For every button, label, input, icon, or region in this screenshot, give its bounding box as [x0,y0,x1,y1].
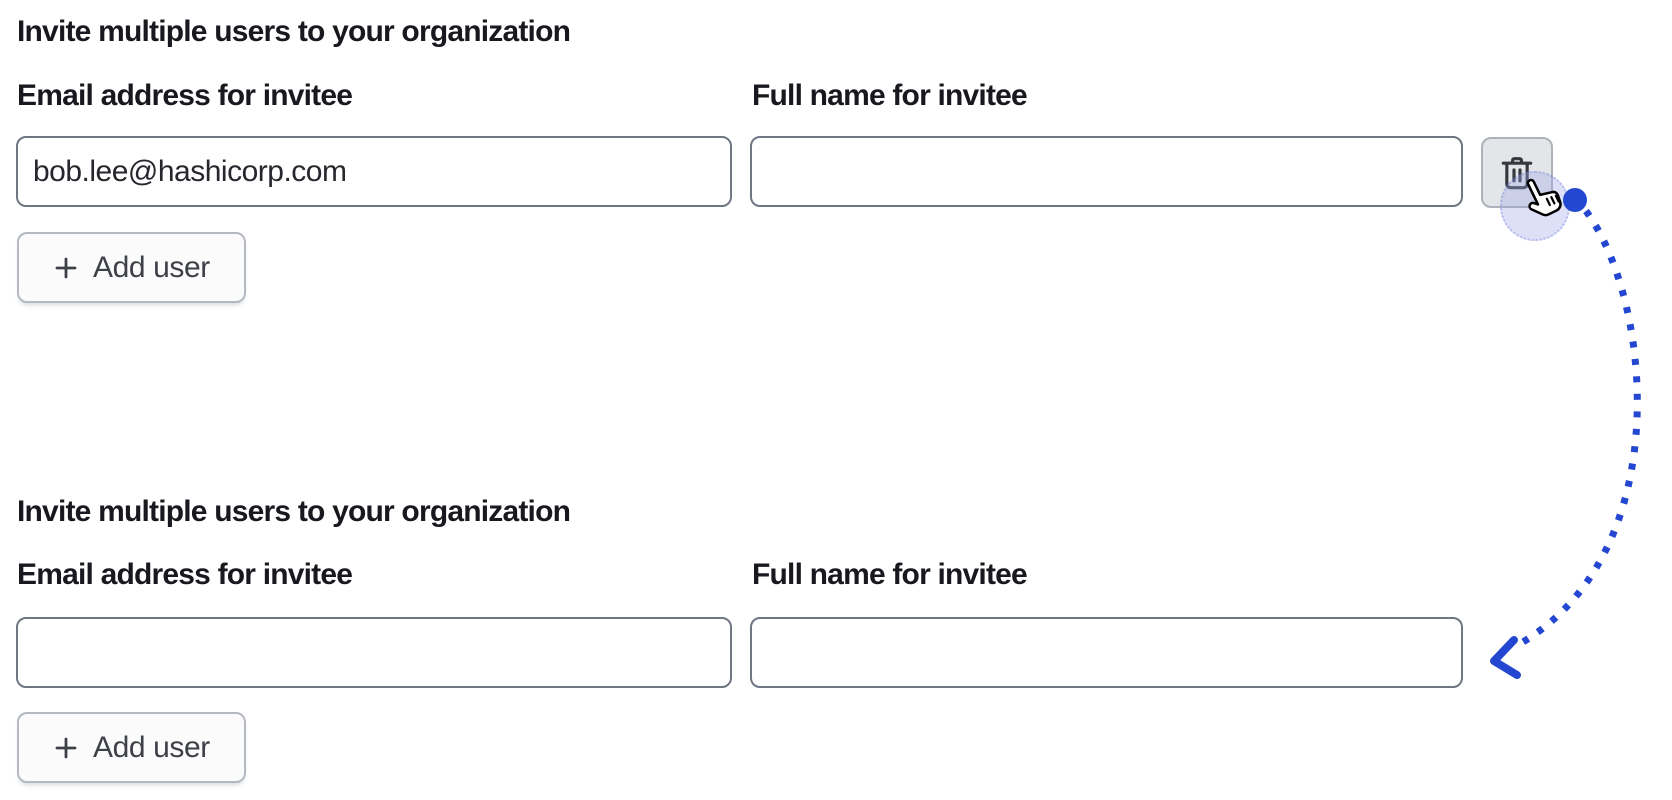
dotted-curve [1514,208,1641,650]
add-user-button[interactable]: Add user [17,232,246,303]
add-user-label: Add user [93,250,210,284]
fullname-field-label-second: Full name for invitee [752,558,1028,591]
plus-icon [55,257,77,279]
email-field-second[interactable] [16,617,732,688]
add-user-label-second: Add user [93,730,210,764]
fullname-field-second[interactable] [750,617,1463,688]
email-field-label: Email address for invitee [17,79,353,112]
fullname-field-label: Full name for invitee [752,79,1028,112]
page-title-second: Invite multiple users to your organizati… [17,495,571,528]
email-field[interactable] [16,136,732,207]
delete-row-button[interactable] [1481,137,1553,208]
trash-icon [1497,153,1537,193]
fullname-field[interactable] [750,136,1463,207]
page-title: Invite multiple users to your organizati… [17,15,571,48]
add-user-button-second[interactable]: Add user [17,712,246,783]
plus-icon [55,737,77,759]
email-field-label-second: Email address for invitee [17,558,353,591]
arrowhead [1490,636,1521,679]
arrow-start-dot [1563,188,1587,212]
